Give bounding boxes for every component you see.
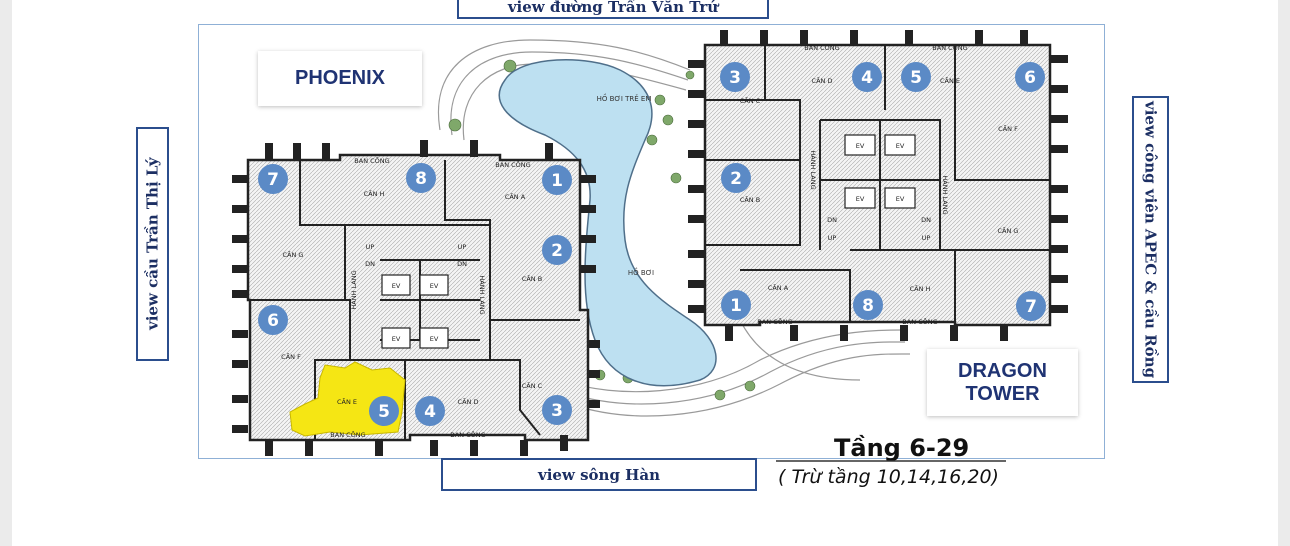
stair-down-label: DN [921,216,931,224]
view-label-top: view đường Trần Văn Trứ [457,0,769,19]
svg-text:4: 4 [424,402,436,422]
lift-label: EV [896,195,905,203]
balcony-label: BAN CÔNG [932,43,967,52]
unit-badge: 5 [369,396,399,426]
lift-label: EV [430,282,439,290]
svg-text:6: 6 [1024,68,1036,88]
svg-text:2: 2 [551,241,563,261]
svg-text:3: 3 [551,401,563,421]
unit-badge: 1 [721,290,751,320]
unit-badge: 1 [542,165,572,195]
corridor-label: HÀNH LANG [941,175,950,214]
unit-badge: 5 [901,62,931,92]
unit-badge: 6 [1015,62,1045,92]
dragon-tower-building [688,30,1068,341]
balcony-label: BAN CÔNG [757,317,792,326]
unit-badge: 7 [258,164,288,194]
floor-title-underline [776,460,1006,462]
svg-text:3: 3 [729,68,741,88]
dragon-label-f: CĂN F [998,124,1018,133]
phoenix-label-d: CĂN D [458,397,479,406]
unit-badge: 8 [406,163,436,193]
svg-text:4: 4 [861,68,873,88]
svg-text:7: 7 [1025,297,1037,317]
unit-badge: 6 [258,305,288,335]
stair-up-label: UP [366,243,375,251]
svg-text:8: 8 [415,169,427,189]
phoenix-label-c: CĂN C [522,381,543,390]
phoenix-tower-label: PHOENIX [258,51,422,106]
corridor-label: HÀNH LANG [349,270,358,309]
unit-badge: 2 [542,235,572,265]
stair-down-label: DN [365,260,375,268]
balcony-label: BAN CÔNG [354,156,389,165]
balcony-label: BAN CÔNG [330,430,365,439]
svg-text:1: 1 [730,296,742,316]
stair-down-label: DN [827,216,837,224]
phoenix-label-g: CĂN G [283,250,304,259]
dragon-label-h: CĂN H [910,284,931,293]
balcony-label: BAN CÔNG [450,430,485,439]
svg-text:5: 5 [910,68,922,88]
dragon-label-g: CĂN G [998,226,1019,235]
corridor-label: HÀNH LANG [809,150,818,189]
phoenix-building [232,140,600,456]
svg-text:7: 7 [267,170,279,190]
view-label-right: view công viên APEC & cầu Rồng [1132,96,1169,383]
swimming-pool [498,59,717,387]
dragon-tower-label: DRAGON TOWER [927,349,1078,416]
stair-down-label: DN [457,260,467,268]
unit-badge: 8 [853,290,883,320]
floor-title: Tầng 6-29 [834,434,970,462]
unit-badge: 4 [415,396,445,426]
dragon-label-e: CĂN E [940,76,960,85]
view-label-left: view cầu Trần Thị Lý [136,127,169,361]
stair-up-label: UP [458,243,467,251]
pool-kids-label: HỒ BƠI TRẺ EM [597,93,652,103]
lift-label: EV [896,142,905,150]
phoenix-label-e: CĂN E [337,397,357,406]
svg-text:6: 6 [267,311,279,331]
lift-label: EV [856,142,865,150]
unit-badge: 7 [1016,291,1046,321]
lift-label: EV [856,195,865,203]
dragon-tower-label-line2: TOWER [965,382,1040,405]
stair-up-label: UP [922,234,931,242]
svg-text:2: 2 [730,169,742,189]
corridor-label: HÀNH LANG [478,275,487,314]
balcony-label: BAN CÔNG [902,317,937,326]
svg-text:8: 8 [862,296,874,316]
floor-note: ( Trừ tầng 10,14,16,20) [778,466,999,488]
svg-text:1: 1 [551,171,563,191]
dragon-tower-label-line1: DRAGON [958,359,1047,382]
balcony-label: BAN CÔNG [495,160,530,169]
lift-label: EV [430,335,439,343]
unit-badge: 4 [852,62,882,92]
phoenix-label-h: CĂN H [364,189,385,198]
phoenix-label-f: CĂN F [281,352,301,361]
dragon-label-d: CĂN D [812,76,833,85]
lift-label: EV [392,335,401,343]
dragon-label-c: CĂN C [740,96,761,105]
phoenix-label-a: CĂN A [505,192,526,201]
view-label-bottom: view sông Hàn [441,458,757,491]
unit-badge: 3 [542,395,572,425]
lift-label: EV [392,282,401,290]
pool-main-label: HỒ BƠI [628,267,654,277]
stair-up-label: UP [828,234,837,242]
unit-badge: 3 [720,62,750,92]
dragon-label-a: CĂN A [768,283,789,292]
dragon-label-b: CĂN B [740,195,760,204]
svg-text:5: 5 [378,402,390,422]
unit-badge: 2 [721,163,751,193]
balcony-label: BAN CÔNG [804,43,839,52]
phoenix-label-b: CĂN B [522,274,542,283]
